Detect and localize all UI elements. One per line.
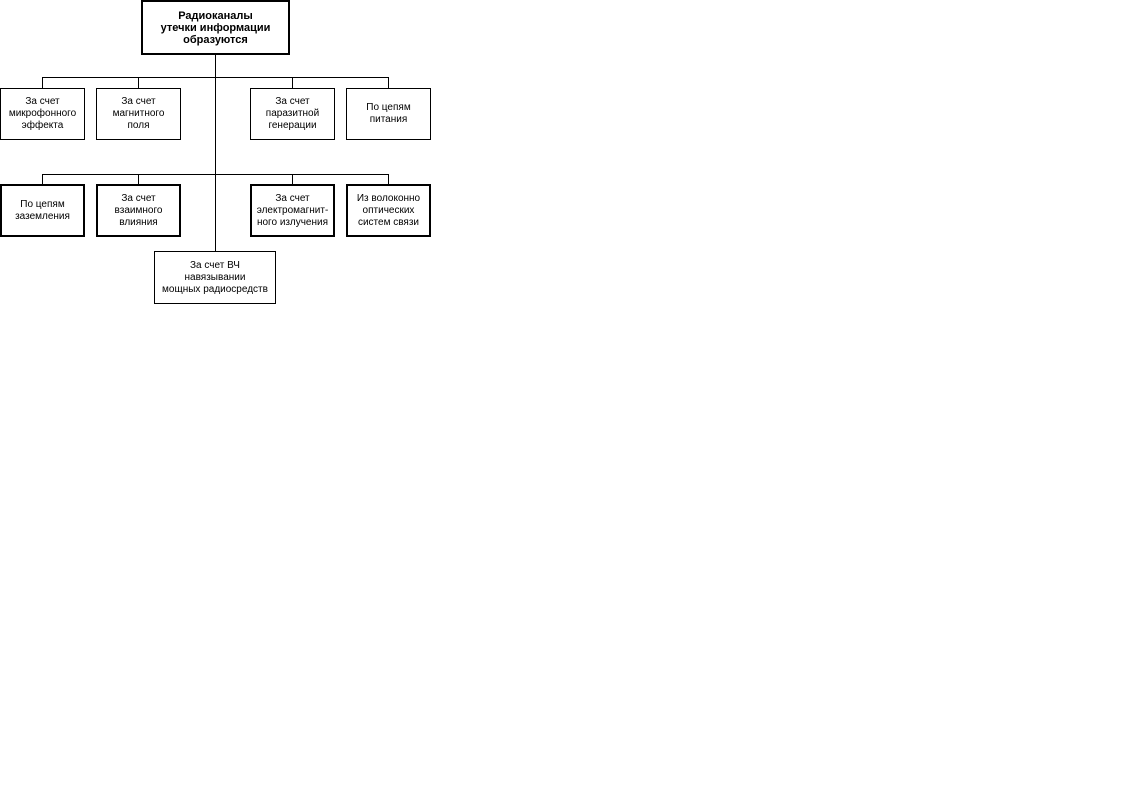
node-label: За счет электромагнит- ного излучения bbox=[256, 192, 329, 228]
node-label: За счет ВЧ навязывании мощных радиосредс… bbox=[162, 259, 268, 295]
node-microphone-effect: За счет микрофонного эффекта bbox=[0, 88, 85, 140]
node-fiber-optic-systems: Из волоконно оптических систем связи bbox=[346, 184, 431, 237]
root-label: Радиоканалы утечки информации образуются bbox=[160, 9, 271, 46]
node-label: По цепям питания bbox=[366, 102, 411, 125]
node-label: За счет взаимного влияния bbox=[114, 192, 163, 228]
node-hf-imposition: За счет ВЧ навязывании мощных радиосредс… bbox=[154, 251, 276, 304]
node-label: За счет магнитного поля bbox=[112, 96, 165, 131]
node-mutual-influence: За счет взаимного влияния bbox=[96, 184, 181, 237]
node-label: За счет паразитной генерации bbox=[265, 96, 320, 131]
root-node: Радиоканалы утечки информации образуются bbox=[141, 0, 290, 55]
node-label: Из волоконно оптических систем связи bbox=[356, 192, 421, 228]
node-magnetic-field: За счет магнитного поля bbox=[96, 88, 181, 140]
node-electromagnetic-radiation: За счет электромагнит- ного излучения bbox=[250, 184, 335, 237]
node-label: За счет микрофонного эффекта bbox=[8, 96, 77, 131]
node-grounding-circuits: По цепям заземления bbox=[0, 184, 85, 237]
node-label: По цепям заземления bbox=[15, 198, 70, 222]
node-parasitic-generation: За счет паразитной генерации bbox=[250, 88, 335, 140]
node-power-circuits: По цепям питания bbox=[346, 88, 431, 140]
